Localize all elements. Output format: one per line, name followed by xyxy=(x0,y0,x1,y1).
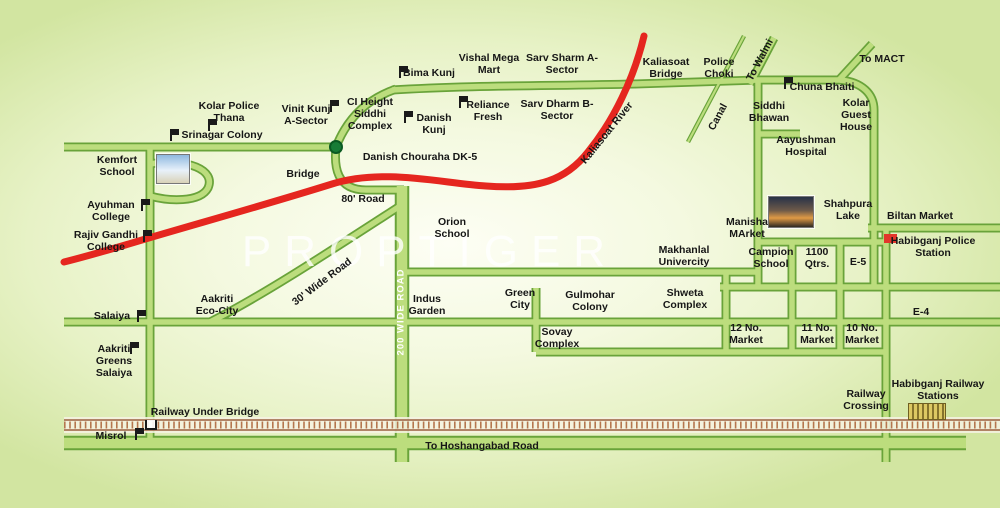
label-bridge: Bridge xyxy=(286,167,320,180)
label-green-city: Green City xyxy=(504,286,536,311)
salaiya-flag-icon xyxy=(137,310,146,322)
label-12-no-market: 12 No. Market xyxy=(729,321,763,346)
label-shahpura-lake: Shahpura Lake xyxy=(823,197,873,222)
ci-height-flag-icon xyxy=(330,100,339,112)
label-vishal-mega-mart: Vishal Mega Mart xyxy=(458,51,520,76)
label-11-no-market: 11 No. Market xyxy=(800,321,834,346)
label-police-choki: Police Choki xyxy=(703,55,735,80)
label-misrol: Misrol xyxy=(95,429,127,442)
label-railway-under-bridge: Railway Under Bridge xyxy=(150,405,260,418)
watermark: PROPTIGER xyxy=(241,227,619,276)
label-makhanlal-univercity: Makhanlal Univercity xyxy=(658,243,710,268)
label-road-80: 80' Road xyxy=(341,192,385,205)
label-reliance-fresh: Reliance Fresh xyxy=(466,98,510,123)
label-siddhi-bhawan: Siddhi Bhawan xyxy=(748,99,790,124)
label-chuna-bhaiti: Chuna Bhaiti xyxy=(789,80,855,93)
chuna-bhaiti-flag-icon xyxy=(784,77,793,89)
label-railway-crossing: Railway Crossing xyxy=(843,387,889,412)
label-vinit-kunj-a-sector: Vinit Kunj A-Sector xyxy=(281,102,331,127)
label-shweta-complex: Shweta Complex xyxy=(662,286,708,311)
label-aayushman-hospital: Aayushman Hospital xyxy=(776,133,836,158)
bima-kunj-flag-icon xyxy=(399,66,408,78)
label-danish-chouraha-dk5: Danish Chouraha DK-5 xyxy=(362,150,478,163)
label-orion-school: Orion School xyxy=(434,215,470,240)
label-danish-kunj: Danish Kunj xyxy=(416,111,452,136)
label-to-hoshangabad-road: To Hoshangabad Road xyxy=(425,439,539,452)
ayuhman-college-flag-icon xyxy=(141,199,150,211)
aakriti-greens-flag-icon xyxy=(130,342,139,354)
label-biltan-market: Biltan Market xyxy=(887,209,953,222)
danish-kunj-flag-icon xyxy=(404,111,413,123)
label-ayuhman-college: Ayuhman College xyxy=(87,198,135,223)
danish-chouraha-junction-dot xyxy=(329,140,343,154)
railway-track xyxy=(64,417,1000,433)
kemfort-school-photo xyxy=(156,154,190,184)
label-bima-kunj: Bima Kunj xyxy=(403,66,455,79)
label-10-no-market: 10 No. Market xyxy=(845,321,879,346)
label-aakriti-eco-city: Aakriti Eco-City xyxy=(195,292,239,317)
habibganj-police-station-marker-icon xyxy=(884,234,897,243)
label-e-5: E-5 xyxy=(849,255,867,268)
label-1100-qtrs: 1100 Qtrs. xyxy=(804,245,830,270)
railway-underpass-icon xyxy=(145,420,157,430)
label-kolar-guest-house: Kolar Guest House xyxy=(839,96,873,134)
label-rajiv-gandhi-college: Rajiv Gandhi College xyxy=(73,228,139,253)
label-aakriti-greens-salaiya: Aakriti Greens Salaiya xyxy=(95,342,133,380)
label-sarv-sharm-a-sector: Sarv Sharm A-Sector xyxy=(526,51,598,76)
label-habibganj-railway-stations: Habibganj Railway Stations xyxy=(891,377,985,402)
srinagar-colony-flag-icon xyxy=(170,129,179,141)
label-sovay-complex: Sovay Complex xyxy=(534,325,580,350)
label-srinagar-colony: Srinagar Colony xyxy=(181,128,263,141)
label-kaliasoat-bridge: Kaliasoat Bridge xyxy=(642,55,690,80)
rajiv-gandhi-college-flag-icon xyxy=(143,230,152,242)
reliance-fresh-flag-icon xyxy=(459,96,468,108)
kolar-police-thana-flag-icon xyxy=(208,119,217,131)
label-sarv-dharm-b-sector: Sarv Dharm B-Sector xyxy=(520,97,594,122)
shahpura-lake-photo xyxy=(768,196,814,228)
label-kemfort-school: Kemfort School xyxy=(96,153,138,178)
label-ci-height-siddhi-complex: CI Height Siddhi Complex xyxy=(346,95,394,133)
label-campion-school: Campion School xyxy=(748,245,794,270)
label-e-4: E-4 xyxy=(912,305,930,318)
label-indus-garden: Indus Garden xyxy=(408,292,446,317)
label-habibganj-police-station: Habibganj Police Station xyxy=(890,234,976,259)
label-gulmohar-colony: Gulmohar Colony xyxy=(565,288,615,313)
label-to-mact: To MACT xyxy=(859,52,905,65)
label-salaiya: Salaiya xyxy=(93,309,131,322)
kaliasoat-river-path xyxy=(60,32,648,266)
misrol-flag-icon xyxy=(135,428,144,440)
label-kolar-police-thana: Kolar Police Thana xyxy=(198,99,260,124)
label-manisha-market: Manisha MArket xyxy=(725,215,768,240)
habibganj-railway-station-icon xyxy=(908,403,946,420)
